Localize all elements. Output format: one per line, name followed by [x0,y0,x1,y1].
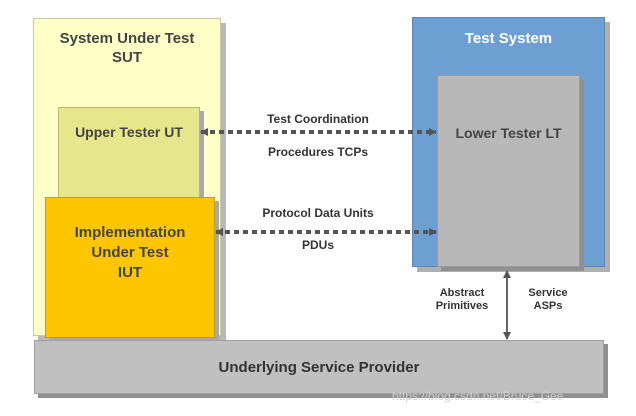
service-asps-line2: ASPs [533,300,563,312]
sut-title: System Under Test SUT [34,29,220,67]
iut-label-line3: IUT [117,264,143,281]
coordination-label-line2: Procedures TCPs [267,145,369,159]
service-asps-line1: Service [528,287,568,299]
iut-box: Implementation Under Test IUT [45,197,215,338]
iut-label-line2: Under Test [91,244,169,261]
abstract-primitives-line1: Abstract [439,287,485,299]
service-asps-label: Service ASPs [517,287,579,313]
pdu-label-line2: PDUs [301,238,334,252]
abstract-primitives-label: Abstract Primitives [425,287,499,313]
upper-tester-label: Upper Tester UT [75,124,183,140]
test-system-title: Test System [464,30,553,47]
pdu-label-line1: Protocol Data Units [262,206,374,220]
sut-title-line2: SUT [112,49,142,66]
service-provider-label: Underlying Service Provider [218,359,420,376]
lower-tester-label: Lower Tester LT [455,125,562,141]
iut-label-line1: Implementation [74,224,186,241]
service-provider-box: Underlying Service Provider [34,340,604,394]
iut-label: Implementation Under Test IUT [46,223,214,283]
coordination-label-line1: Test Coordination [267,112,369,126]
lower-tester-box: Lower Tester LT [437,75,580,267]
abstract-primitives-line2: Primitives [435,300,489,312]
sut-title-line1: System Under Test [59,30,195,47]
watermark-text: https://blog.csdn.net/Bruce_Gee [392,389,564,403]
